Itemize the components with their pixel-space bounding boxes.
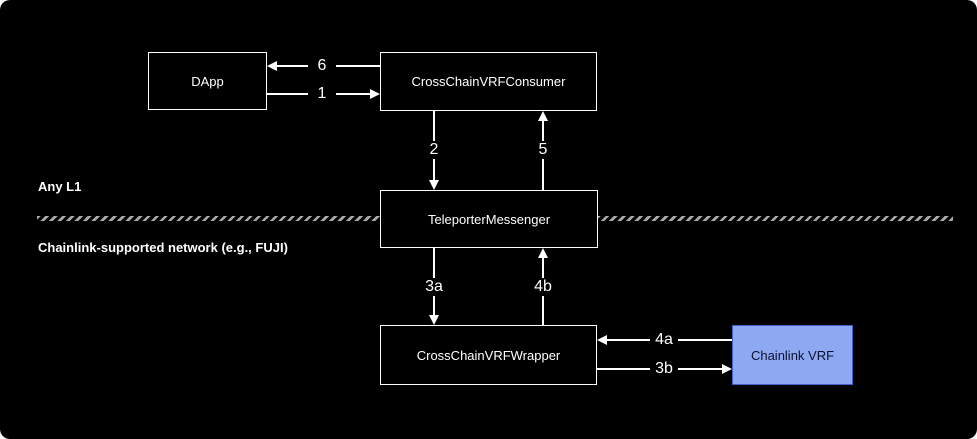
node-crosschainvrfwrapper: CrossChainVRFWrapper [380,325,597,385]
edge-6-arrowhead-left-icon [267,61,277,71]
edge-1-label: 1 [308,85,336,103]
node-dapp-label: DApp [191,73,224,89]
edge-5-arrowhead-up-icon [538,111,548,121]
node-chainlink-vrf-label: Chainlink VRF [750,347,835,363]
edge-3b-label: 3b [650,360,678,378]
node-dapp: DApp [148,52,267,110]
edge-4a-label: 4a [650,331,678,349]
edge-2-arrowhead-down-icon [429,180,439,190]
edge-3a-arrowhead-down-icon [429,315,439,325]
node-chainlink-vrf: Chainlink VRF [732,325,853,385]
node-crosschainvrfconsumer: CrossChainVRFConsumer [380,52,597,111]
edge-4b-arrowhead-up-icon [538,248,548,258]
region-label-chainlink-network: Chainlink-supported network (e.g., FUJI) [38,240,288,255]
node-crosschainvrfwrapper-label: CrossChainVRFWrapper [416,347,561,363]
edge-1-arrowhead-right-icon [370,89,380,99]
region-label-any-l1: Any L1 [38,179,82,194]
node-crosschainvrfconsumer-label: CrossChainVRFConsumer [411,74,566,89]
edge-6-label: 6 [308,57,336,75]
node-teleportermessenger-label: TeleporterMessenger [427,211,551,227]
edge-5-label: 5 [529,141,557,159]
edge-3a-label: 3a [420,278,448,296]
edge-4a-arrowhead-left-icon [597,335,607,345]
edge-3b-arrowhead-right-icon [722,364,732,374]
edge-4b-label: 4b [529,278,557,296]
edge-2-label: 2 [420,141,448,159]
node-teleportermessenger: TeleporterMessenger [380,190,598,248]
